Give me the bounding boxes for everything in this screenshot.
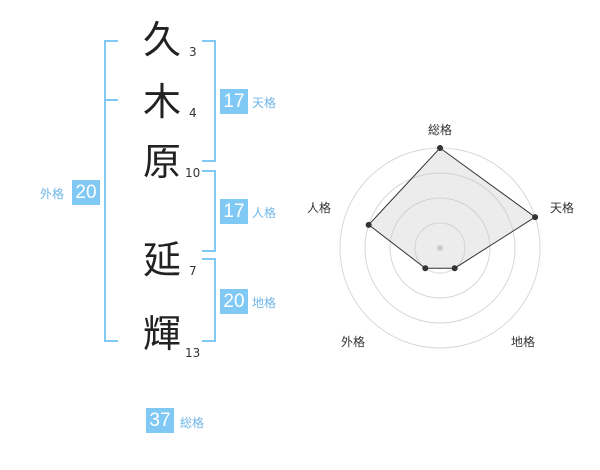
stroke-count-4: 7 [189,264,197,278]
radar-ring-1 [414,222,466,274]
radar-center-dot [437,245,443,251]
name-char-2: 木 [142,80,181,124]
gaikaku-label: 外格 [40,187,65,201]
chikaku-bracket [202,258,216,342]
tenkaku-bracket [202,40,216,162]
radar-point-4 [365,221,372,228]
gaikaku-bracket-tick [104,99,118,101]
stroke-count-1: 3 [189,45,197,59]
radar-axis-label-jinkaku: 人格 [307,201,332,215]
name-char-3: 原 [142,140,181,184]
gaikaku-bracket [104,40,118,342]
jinkaku-value: 17 [220,199,248,224]
name-char-5: 輝 [142,312,181,356]
soukaku-value: 37 [146,408,174,433]
radar-point-2 [451,265,458,272]
stroke-count-2: 4 [189,106,197,120]
tenkaku-value: 17 [220,89,248,114]
name-char-4: 延 [142,238,181,282]
radar-axis-label-gaikaku: 外格 [341,335,366,349]
gaikaku-value: 20 [72,180,100,205]
radar-ring-3 [364,172,516,324]
radar-axis-label-chikaku: 地格 [511,335,536,349]
radar-point-1 [532,214,539,221]
jinkaku-bracket [202,170,216,252]
chikaku-label: 地格 [252,296,277,310]
radar-ring-2 [389,197,491,299]
stroke-count-5: 13 [185,346,201,360]
radar-axis-label-soukaku: 総格 [428,123,453,137]
radar-polygon [367,147,536,269]
radar-point-0 [437,145,443,151]
radar-point-3 [422,265,429,272]
tenkaku-label: 天格 [252,96,277,110]
chikaku-value: 20 [220,289,248,314]
jinkaku-label: 人格 [252,206,277,220]
soukaku-label: 総格 [180,416,205,430]
name-char-1: 久 [142,18,181,62]
radar-axis-label-tenkaku: 天格 [550,201,575,215]
stroke-count-3: 10 [185,166,201,180]
